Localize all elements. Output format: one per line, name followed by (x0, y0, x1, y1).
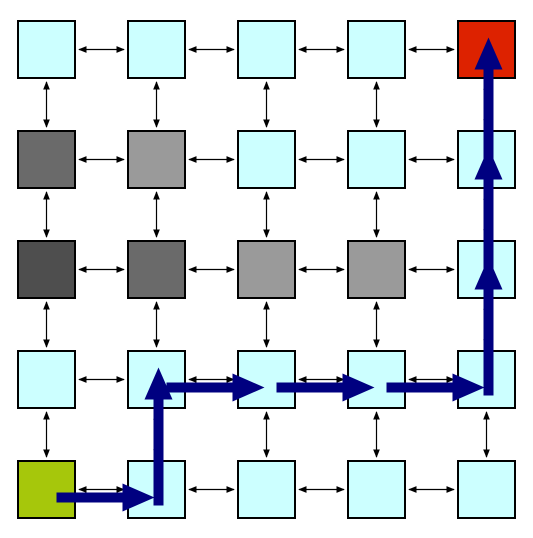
free-cell (127, 20, 186, 79)
wall_medium-cell (17, 130, 76, 189)
free-cell (347, 20, 406, 79)
free-cell (457, 460, 516, 519)
grid-cells (17, 20, 516, 519)
path-arrow (474, 147, 503, 286)
free-cell (237, 350, 296, 409)
free-cell (347, 130, 406, 189)
wall_light-cell (347, 240, 406, 299)
path-arrows (56, 37, 503, 512)
free-cell (17, 20, 76, 79)
grid-edges (43, 46, 490, 493)
wall_light-cell (127, 130, 186, 189)
wall_dark-cell (17, 240, 76, 299)
free-cell (347, 350, 406, 409)
path-arrow (276, 373, 375, 402)
wall_light-cell (237, 240, 296, 299)
path-arrow (166, 373, 265, 402)
path-arrow (56, 483, 155, 512)
free-cell (237, 130, 296, 189)
path-arrow (386, 373, 485, 402)
path-arrow (144, 367, 173, 506)
path-arrow (474, 257, 503, 396)
start-cell (17, 460, 76, 519)
path-arrow (474, 37, 503, 176)
free-cell (237, 20, 296, 79)
free-cell (237, 460, 296, 519)
free-cell (17, 350, 76, 409)
free-cell (347, 460, 406, 519)
wall_medium-cell (127, 240, 186, 299)
